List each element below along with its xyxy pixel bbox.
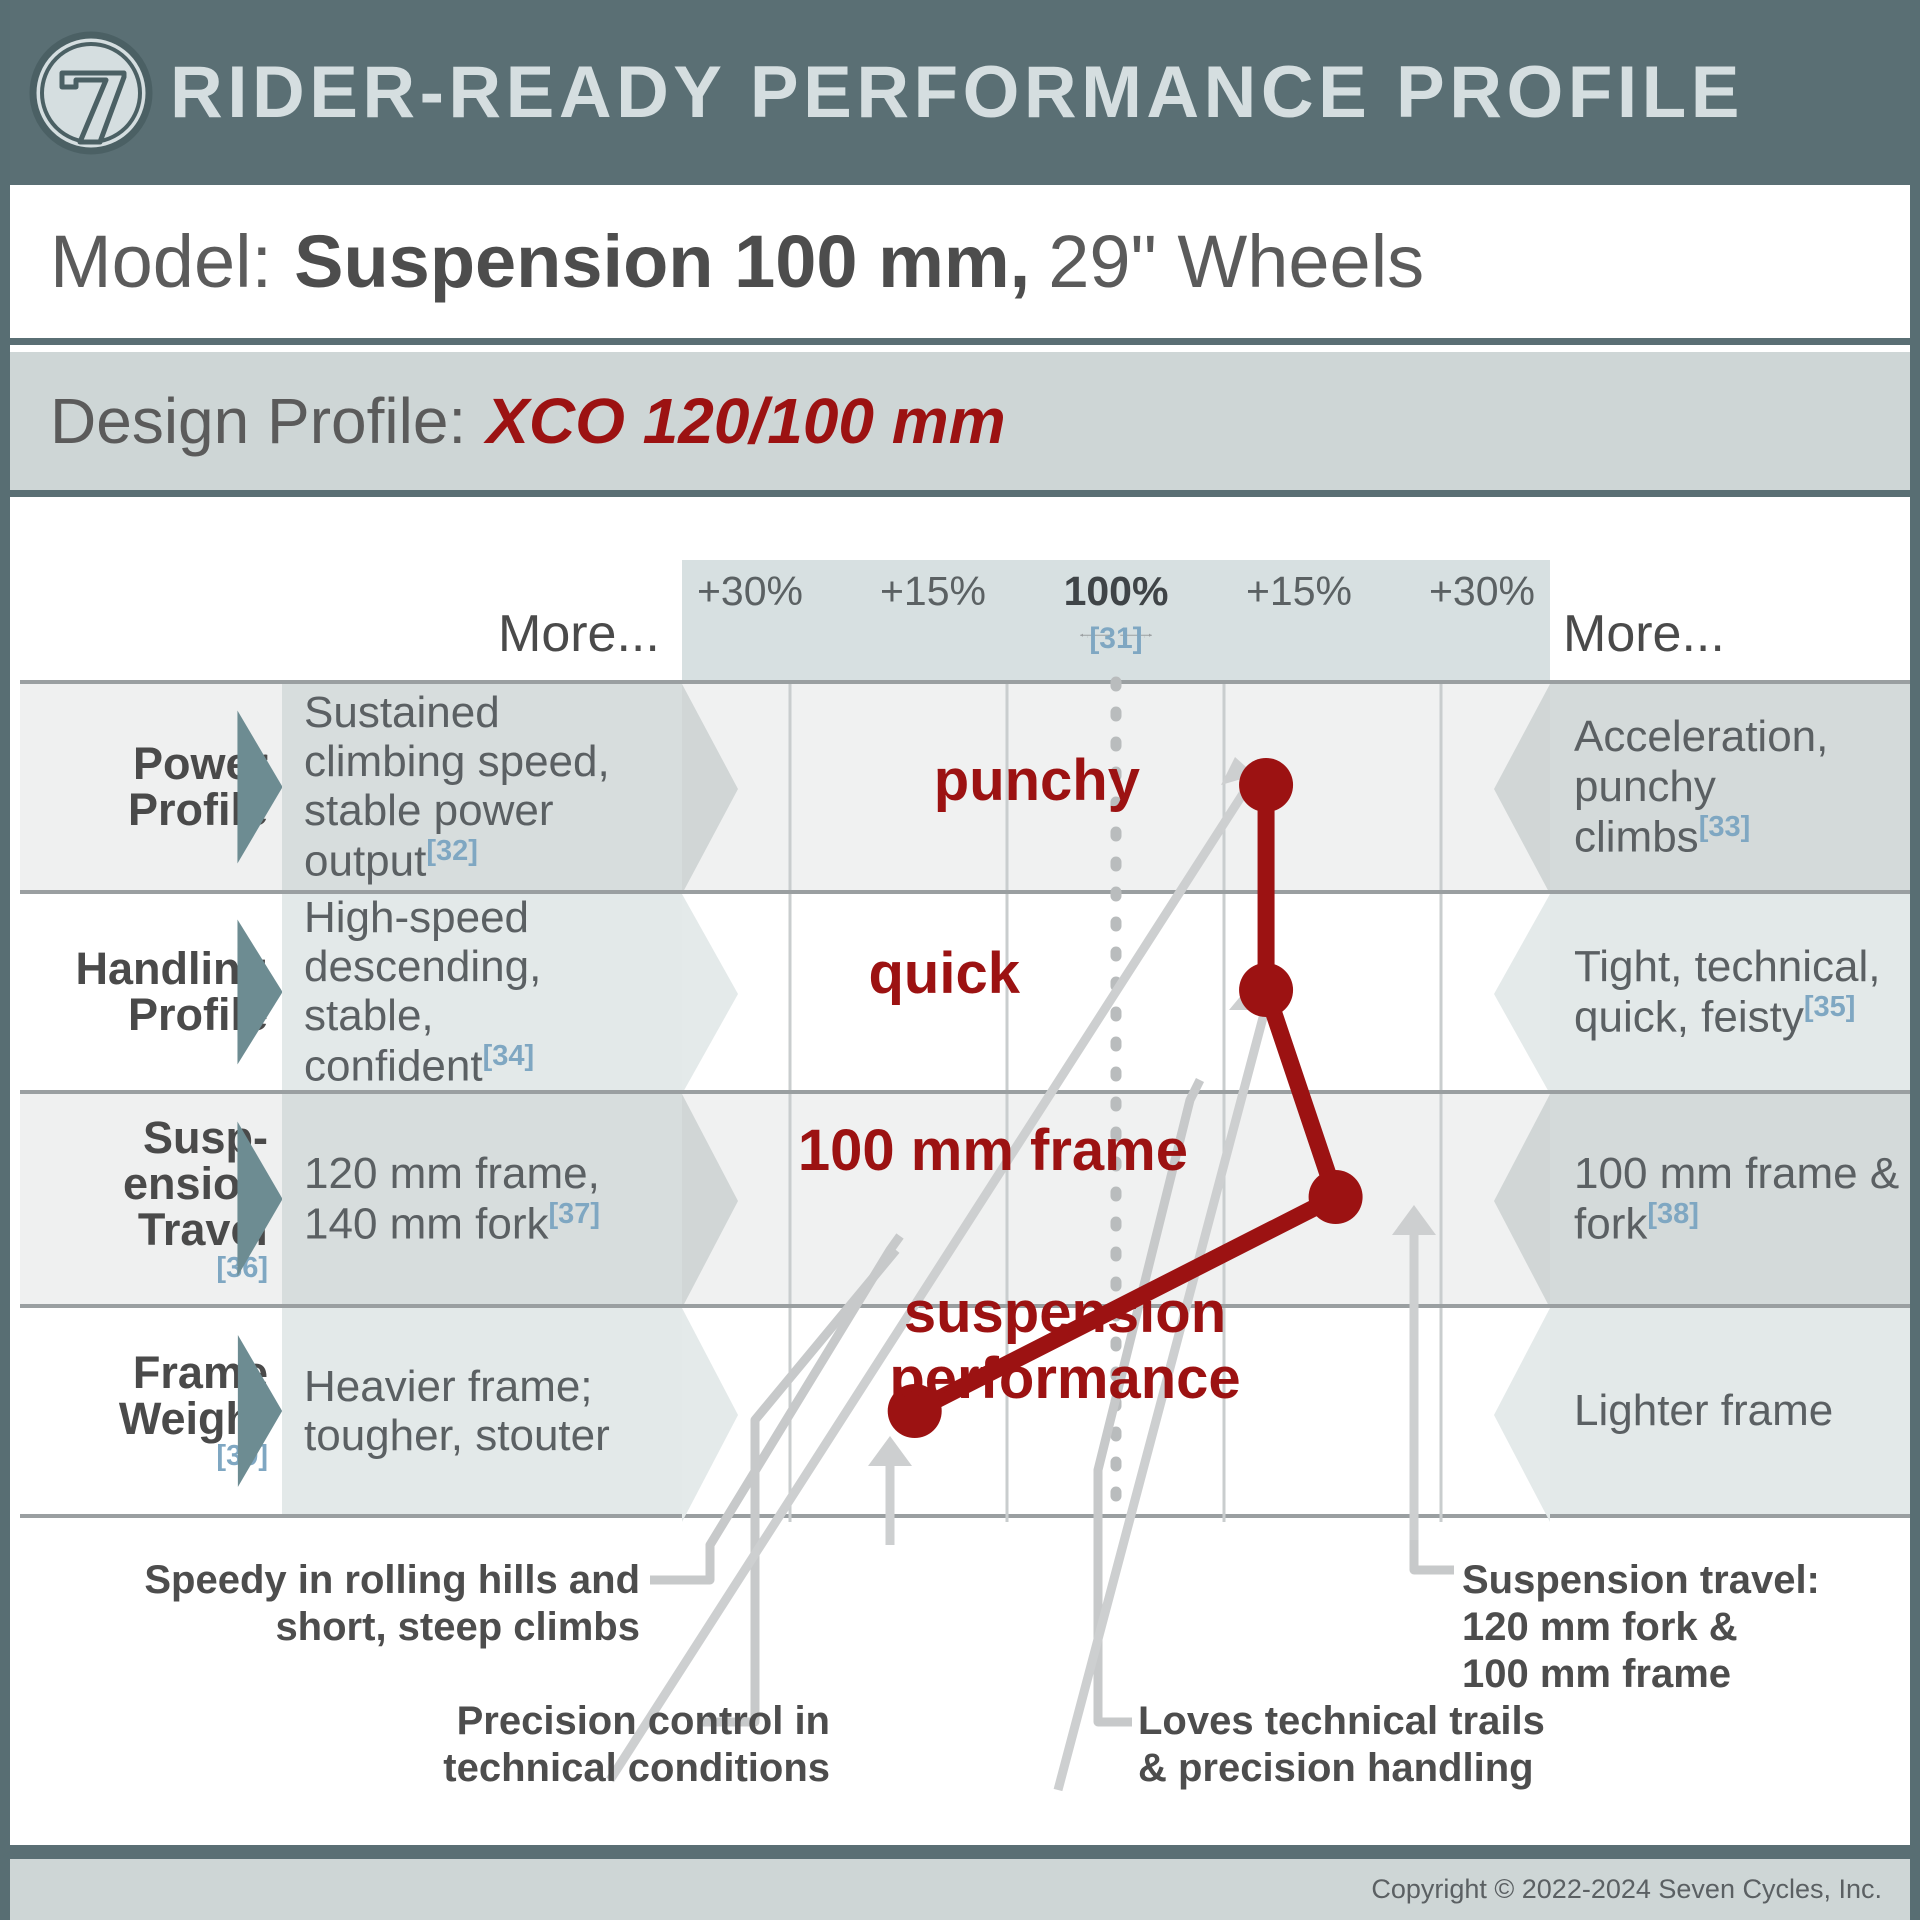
row-plot-grid <box>682 1094 1550 1308</box>
scale-tick-3: +15% <box>1245 568 1353 614</box>
scale-axis-arrows <box>1080 633 1152 638</box>
model-label: Model: <box>50 220 273 303</box>
annotation-speedy-rolling-hills: Speedy in rolling hills and short, steep… <box>144 1558 640 1650</box>
row-left-description: Sustained climbing speed, stable power o… <box>304 687 610 887</box>
scale-tick-4: +30% <box>1428 568 1536 614</box>
model-row: Model: Suspension 100 mm, 29" Wheels <box>10 185 1910 345</box>
row-right-description: Tight, technical, quick, feisty[35] <box>1574 941 1881 1042</box>
seven-cycles-logo-icon <box>28 30 154 156</box>
row-left-description: Heavier frame; tougher, stouter <box>304 1361 610 1460</box>
annotation-loves-technical-trails: Loves technical trails & precision handl… <box>1138 1699 1545 1791</box>
model-value-rest: 29" Wheels <box>1048 220 1425 303</box>
row-left-description-cell: High-speed descending, stable, confident… <box>282 892 682 1092</box>
row-plot-grid <box>682 894 1550 1094</box>
row-right-description-cell: Tight, technical, quick, feisty[35] <box>1550 894 1910 1090</box>
row-right-description: Lighter frame <box>1574 1386 1834 1436</box>
scale-tick-2: 100% <box>1063 568 1169 614</box>
annotation-precision-control: Precision control in technical condition… <box>443 1699 830 1791</box>
copyright-text: Copyright © 2022-2024 Seven Cycles, Inc. <box>1371 1874 1882 1904</box>
annotation-suspension-travel: Suspension travel: 120 mm fork & 100 mm … <box>1462 1558 1820 1697</box>
footer-bar: Copyright © 2022-2024 Seven Cycles, Inc. <box>10 1852 1910 1920</box>
design-profile-value: XCO 120/100 mm <box>486 385 1006 457</box>
design-profile-label: Design Profile: <box>50 385 467 457</box>
design-profile-row: Design Profile: XCO 120/100 mm <box>10 352 1910 497</box>
row-wedge-icon <box>237 1334 283 1488</box>
scale-center-footnote: [31] <box>1089 622 1143 655</box>
title-bar: RIDER-READY PERFORMANCE PROFILE <box>10 0 1910 185</box>
row-plot-cell <box>682 1308 1550 1522</box>
row-wedge-icon <box>237 919 283 1065</box>
scale-tick-labels: +30% +15% 100% +15% +30% <box>682 568 1550 624</box>
scale-tick-1: +15% <box>879 568 987 614</box>
row-right-description: Acceleration, punchy climbs[33] <box>1574 712 1829 862</box>
more-label-right: More... <box>1563 605 1725 663</box>
row-wedge-icon <box>237 710 283 864</box>
row-right-description: 100 mm frame & fork[38] <box>1574 1148 1900 1249</box>
row-right-description-cell: Acceleration, punchy climbs[33] <box>1550 684 1910 890</box>
page-title: RIDER-READY PERFORMANCE PROFILE <box>170 52 1744 133</box>
footer-divider <box>10 1845 1910 1852</box>
scale-tick-0: +30% <box>696 568 804 614</box>
row-plot-cell <box>682 684 1550 894</box>
row-plot-cell <box>682 1094 1550 1308</box>
row-wedge-icon <box>237 1121 283 1277</box>
row-left-description-cell: Sustained climbing speed, stable power o… <box>282 684 682 890</box>
row-left-description-cell: Heavier frame; tougher, stouter <box>282 1308 682 1514</box>
model-value-bold: Suspension 100 mm, <box>294 220 1031 303</box>
row-right-description-cell: 100 mm frame & fork[38] <box>1550 1094 1910 1304</box>
scale-header: +30% +15% 100% +15% +30% [31] <box>682 560 1550 680</box>
row-left-description: High-speed descending, stable, confident… <box>304 892 542 1092</box>
row-plot-cell <box>682 894 1550 1094</box>
row-plot-grid <box>682 1308 1550 1522</box>
more-label-left: More... <box>498 605 660 663</box>
row-left-description: 120 mm frame, 140 mm fork[37] <box>304 1148 601 1249</box>
row-left-description-cell: 120 mm frame, 140 mm fork[37] <box>282 1094 682 1304</box>
row-plot-grid <box>682 684 1550 894</box>
row-right-description-cell: Lighter frame <box>1550 1308 1910 1514</box>
